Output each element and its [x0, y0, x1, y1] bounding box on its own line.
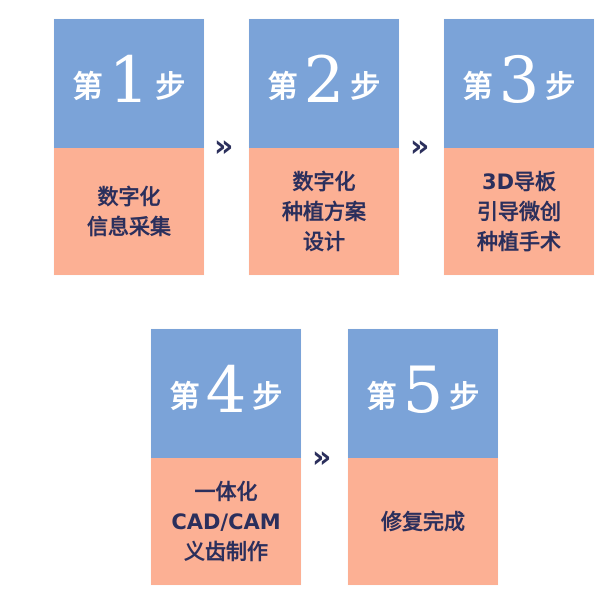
step-header: 第 1 步 [54, 19, 204, 148]
step-number: 3 [498, 43, 540, 118]
step-header: 第 5 步 [348, 329, 498, 458]
step-prefix: 第 [267, 69, 298, 105]
step-header: 第 3 步 [444, 19, 594, 148]
step-card-3: 第 3 步 3D导板 引导微创 种植手术 [444, 19, 594, 275]
step-suffix: 步 [449, 379, 480, 415]
step-suffix: 步 [545, 69, 576, 105]
double-chevron-right-icon: » [214, 129, 234, 164]
step-prefix: 第 [366, 379, 397, 415]
step-prefix: 第 [462, 69, 493, 105]
step-header: 第 4 步 [151, 329, 301, 458]
step-card-2: 第 2 步 数字化 种植方案 设计 [249, 19, 399, 275]
step-description: 3D导板 引导微创 种植手术 [444, 148, 594, 275]
step-card-5: 第 5 步 修复完成 [348, 329, 498, 585]
step-number: 4 [205, 353, 247, 428]
step-number: 2 [303, 43, 345, 118]
step-prefix: 第 [169, 379, 200, 415]
step-description: 数字化 种植方案 设计 [249, 148, 399, 275]
step-number: 1 [108, 43, 150, 118]
step-number: 5 [402, 353, 444, 428]
step-suffix: 步 [155, 69, 186, 105]
step-description: 一体化 CAD/CAM 义齿制作 [151, 458, 301, 585]
step-card-4: 第 4 步 一体化 CAD/CAM 义齿制作 [151, 329, 301, 585]
step-description: 数字化 信息采集 [54, 148, 204, 275]
step-header: 第 2 步 [249, 19, 399, 148]
step-suffix: 步 [350, 69, 381, 105]
step-card-1: 第 1 步 数字化 信息采集 [54, 19, 204, 275]
step-suffix: 步 [252, 379, 283, 415]
double-chevron-right-icon: » [410, 129, 430, 164]
double-chevron-right-icon: » [312, 440, 332, 475]
step-description: 修复完成 [348, 458, 498, 585]
step-prefix: 第 [72, 69, 103, 105]
